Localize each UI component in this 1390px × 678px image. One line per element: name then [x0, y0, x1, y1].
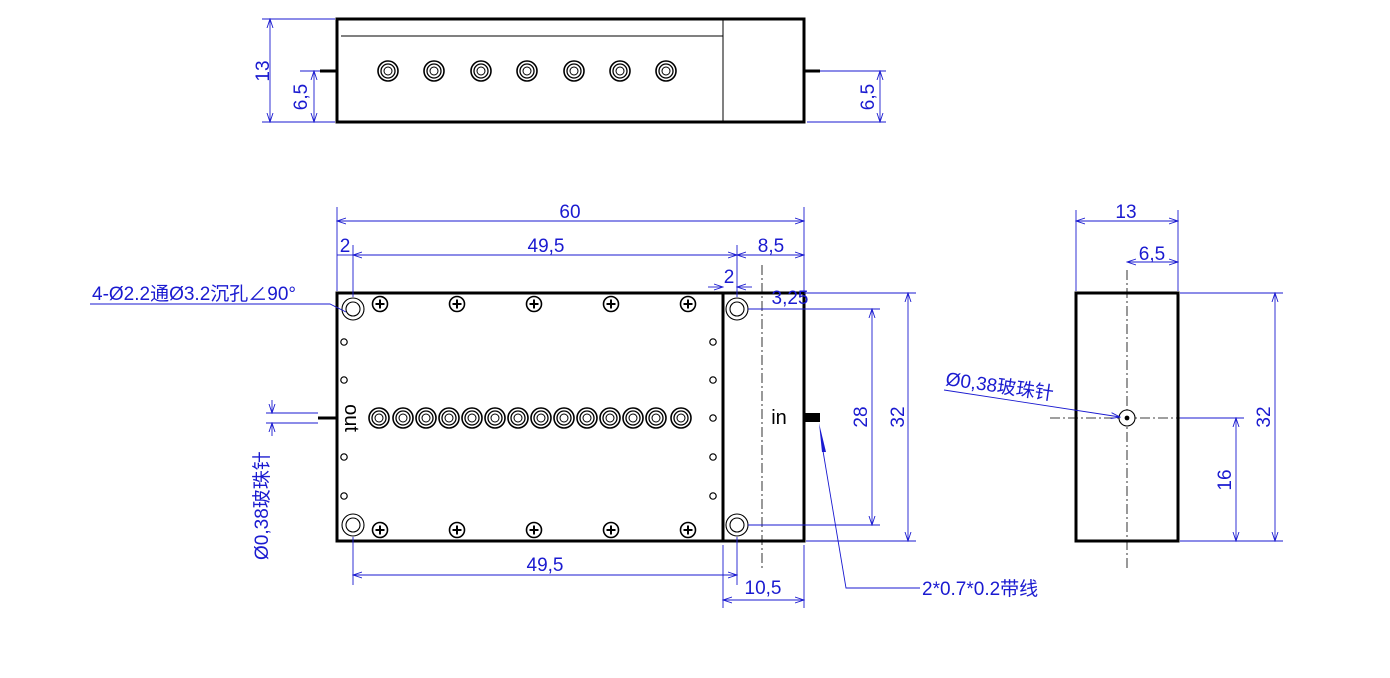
side-screw: [709, 414, 717, 422]
top-view-screw-row: [377, 60, 677, 82]
dim-text: 13: [253, 60, 274, 81]
front-pin-right: [804, 413, 820, 422]
left-pin-callout: Ø0,38玻珠针: [251, 400, 318, 560]
dim-text: 6,5: [858, 84, 879, 110]
dim-hole-spacing-vertical: 28: [748, 309, 880, 525]
tuning-screw: [670, 407, 692, 429]
dim-text: 32: [1254, 406, 1275, 427]
cover-screw: [525, 295, 543, 313]
tuning-screw: [438, 407, 460, 429]
side-screw: [340, 453, 348, 461]
cover-screw: [602, 521, 620, 539]
dim-top-height: 13: [253, 19, 335, 122]
side-screw: [340, 376, 348, 384]
cover-screw: [602, 295, 620, 313]
tuning-screw: [609, 60, 631, 82]
side-screw: [340, 338, 348, 346]
tuning-screw: [415, 407, 437, 429]
dim-text: 49,5: [528, 236, 565, 257]
dim-text: 16: [1215, 469, 1236, 490]
cover-screw: [448, 521, 466, 539]
dim-hole-y-offset: 3,25: [748, 288, 916, 310]
dim-text: 6,5: [1139, 244, 1165, 265]
dim-text: 10,5: [745, 578, 782, 599]
tuning-screw: [461, 407, 483, 429]
side-view: 13 6,5 32 16 Ø0,38玻珠针: [943, 202, 1283, 568]
dim-text: 60: [559, 202, 580, 223]
tuning-screw: [516, 60, 538, 82]
mount-hole: [341, 297, 365, 321]
stripline-callout: 2*0.7*0.2带线: [819, 423, 1038, 600]
cover-screw: [679, 295, 697, 313]
cover-screws-top: [371, 295, 697, 313]
dim-in-hole-offset: 2: [708, 267, 752, 288]
cover-screws-bottom: [371, 521, 697, 539]
side-screw: [340, 492, 348, 500]
dim-top-chain: 2 49,5 8,5: [337, 236, 804, 297]
dim-side-height: 32: [1180, 293, 1283, 541]
tuning-screw: [563, 60, 585, 82]
dim-text: 8,5: [758, 236, 784, 257]
pin-note-side: Ø0,38玻珠针: [944, 368, 1055, 405]
tuning-screw: [645, 407, 667, 429]
front-view: out in 60 2 49,5 8,5 2: [90, 202, 1038, 608]
pin-note-left: Ø0,38玻珠针: [251, 451, 273, 560]
cover-screw: [371, 521, 389, 539]
top-view: 13 6,5 6,5: [253, 17, 886, 124]
stripline-note: 2*0.7*0.2带线: [922, 578, 1038, 600]
mount-hole: [725, 297, 749, 321]
cover-screw: [679, 521, 697, 539]
tuning-screw: [470, 60, 492, 82]
tuning-screw: [377, 60, 399, 82]
side-pin-callout: Ø0,38玻珠针: [943, 368, 1120, 417]
mount-hole: [725, 513, 749, 537]
in-port-label: in: [771, 407, 787, 429]
side-screws-right: [709, 338, 717, 500]
tuning-screw-row: [368, 407, 692, 429]
tuning-screw: [576, 407, 598, 429]
dim-top-pin-left: 6,5: [291, 71, 320, 122]
dim-side-width: 13: [1076, 202, 1178, 291]
cover-screw: [371, 295, 389, 313]
side-screw: [709, 338, 717, 346]
side-screw: [709, 376, 717, 384]
dim-text: 13: [1115, 202, 1136, 223]
mount-hole: [341, 513, 365, 537]
dim-top-pin-right: 6,5: [807, 71, 886, 122]
tuning-screw: [553, 407, 575, 429]
dim-side-half-width: 6,5: [1127, 244, 1178, 265]
dim-text: 6,5: [291, 84, 312, 110]
tuning-screw: [655, 60, 677, 82]
dim-hole-spacing-bottom: 49,5: [353, 537, 737, 585]
side-screw: [709, 453, 717, 461]
out-port-label: out: [340, 404, 362, 432]
side-screw: [709, 492, 717, 500]
dim-text: 2: [724, 267, 735, 288]
dim-text: 28: [851, 406, 872, 427]
tuning-screw: [507, 407, 529, 429]
tuning-screw: [368, 407, 390, 429]
dim-text: 49,5: [527, 555, 564, 576]
mount-hole-note: 4-Ø2.2通Ø3.2沉孔∠90°: [92, 283, 296, 305]
tuning-screw: [484, 407, 506, 429]
dim-text: 2: [340, 236, 351, 257]
tuning-screw: [530, 407, 552, 429]
side-pin-core: [1124, 415, 1130, 421]
cover-screw: [448, 295, 466, 313]
tuning-screw: [423, 60, 445, 82]
tuning-screw: [599, 407, 621, 429]
dim-overall-length: 60: [337, 202, 804, 291]
dim-text: 32: [888, 406, 909, 427]
tuning-screw: [392, 407, 414, 429]
dim-in-section-bottom: 10,5: [723, 545, 804, 608]
tuning-screw: [622, 407, 644, 429]
dim-side-pin-height: 16: [1180, 418, 1244, 541]
cover-screw: [525, 521, 543, 539]
mount-hole-callout: 4-Ø2.2通Ø3.2沉孔∠90°: [90, 283, 347, 313]
dim-overall-width: 32: [806, 293, 916, 541]
dim-text: 3,25: [772, 288, 809, 309]
